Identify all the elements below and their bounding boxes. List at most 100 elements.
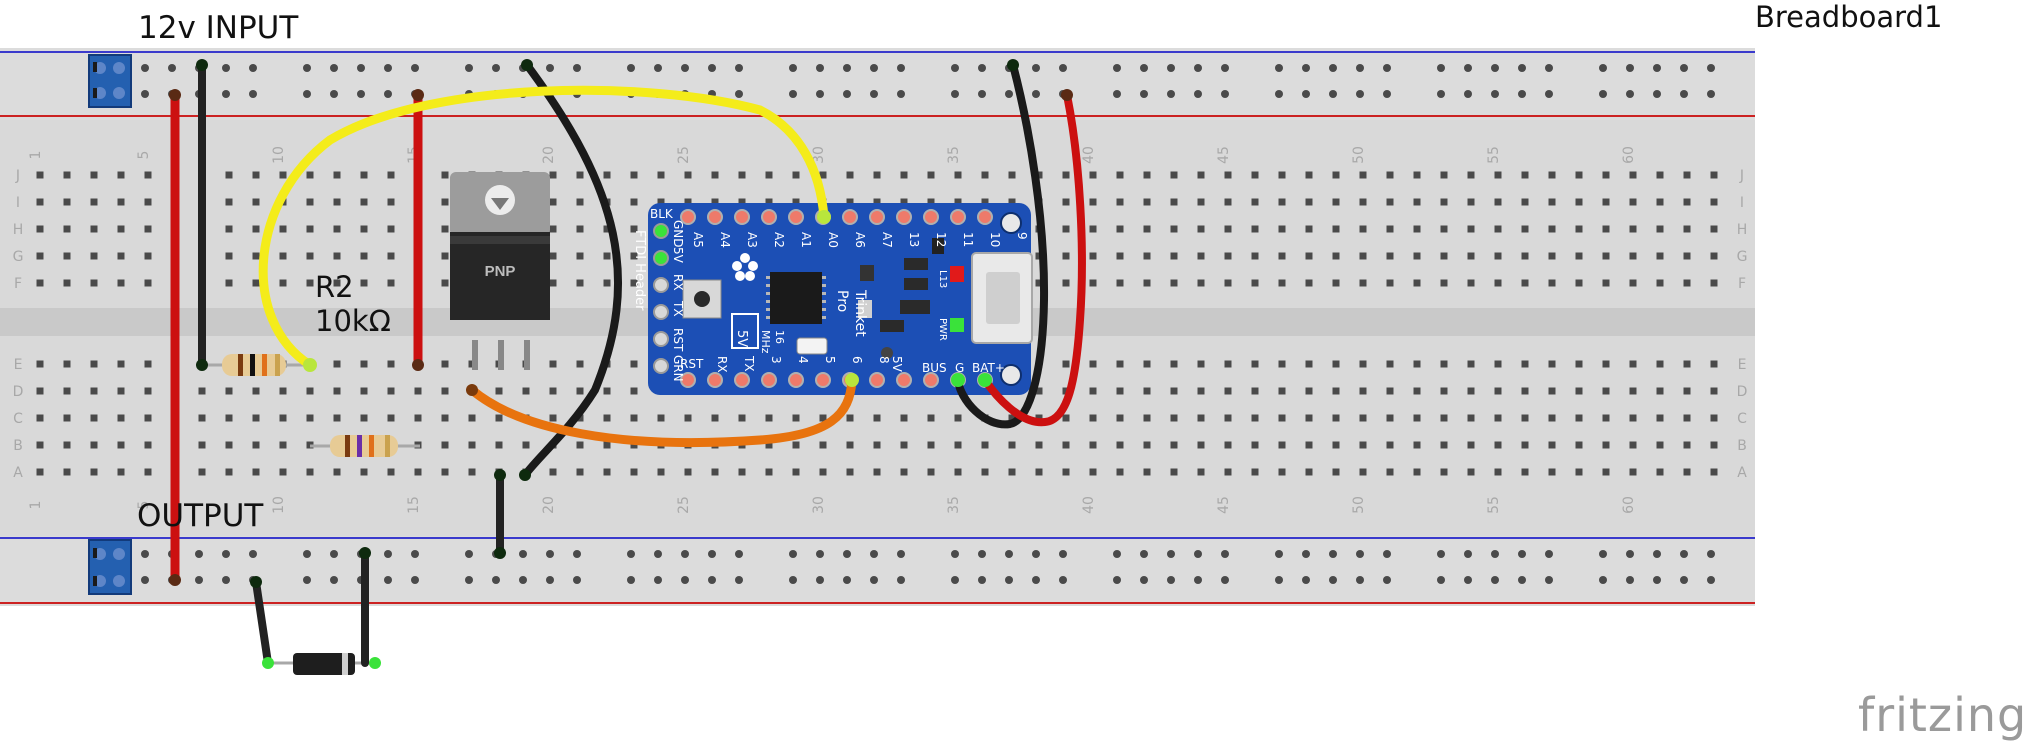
terminal-hole [1224,225,1232,233]
terminal-hole [387,468,395,476]
rail-hole [1194,64,1202,72]
terminal-hole [846,441,854,449]
terminal-hole [117,360,125,368]
rail-hole [1545,550,1553,558]
terminal-hole [1710,387,1718,395]
silkscreen-text: TX [671,300,685,317]
terminal-hole [90,225,98,233]
rail-hole [1167,64,1175,72]
terminal-hole [1629,414,1637,422]
rail-hole [357,90,365,98]
terminal-hole [1386,414,1394,422]
terminal-hole [1332,468,1340,476]
terminal-hole [576,387,584,395]
wire-black-diode-left [252,578,272,667]
terminal-hole [765,198,773,206]
rail-hole [870,64,878,72]
terminal-hole [549,387,557,395]
terminal-hole [1251,279,1259,287]
terminal-hole [1683,468,1691,476]
terminal-hole [1413,468,1421,476]
terminal-hole [1548,171,1556,179]
terminal-hole [819,171,827,179]
row-letter: F [1738,276,1746,292]
pin-pad [788,209,804,225]
terminal-hole [1602,171,1610,179]
rail-hole [465,576,473,584]
terminal-hole [1710,171,1718,179]
terminal-hole [387,360,395,368]
terminal-hole [36,414,44,422]
terminal-hole [1602,279,1610,287]
rail-hole [249,90,257,98]
terminal-hole [1575,198,1583,206]
silkscreen-text: GRN [671,355,685,382]
rail-hole [870,576,878,584]
terminal-hole [225,252,233,260]
pnp-transistor: PNP [450,172,550,370]
terminal-hole [63,387,71,395]
terminal-hole [1278,225,1286,233]
silkscreen-text: 9 [1015,232,1029,240]
terminal-hole [711,468,719,476]
terminal-hole [1224,360,1232,368]
terminal-hole [846,171,854,179]
terminal-hole [1467,360,1475,368]
terminal-hole [306,468,314,476]
output-terminal-block [88,539,132,595]
terminal-hole [954,414,962,422]
rail-hole [1275,64,1283,72]
output-label: OUTPUT [137,498,264,534]
terminal-hole [117,252,125,260]
terminal-hole [603,468,611,476]
rail-hole [330,64,338,72]
silkscreen-text: A1 [799,232,813,248]
wire-black-right [954,61,1049,429]
terminal-hole [1062,468,1070,476]
terminal-hole [1251,171,1259,179]
terminal-hole [63,171,71,179]
terminal-hole [144,360,152,368]
rail-hole [627,550,635,558]
terminal-hole [1386,198,1394,206]
terminal-hole [1494,468,1502,476]
rail-hole [1275,550,1283,558]
row-letter: H [1737,222,1748,238]
terminal-hole [1602,414,1610,422]
terminal-hole [1494,171,1502,179]
terminal-hole [1224,198,1232,206]
terminal-hole [1143,441,1151,449]
terminal-hole [387,279,395,287]
rail-hole [1707,550,1715,558]
terminal-hole [117,171,125,179]
terminal-hole [1602,225,1610,233]
terminal-hole [630,360,638,368]
terminal-hole [333,225,341,233]
rail-hole [1545,90,1553,98]
terminal-hole [657,468,665,476]
terminal-hole [1413,387,1421,395]
terminal-hole [1305,252,1313,260]
terminal-hole [1089,441,1097,449]
terminal-hole [252,198,260,206]
silkscreen-text: A6 [853,232,867,248]
rail-hole [1491,576,1499,584]
terminal-hole [1413,252,1421,260]
pin-pad [707,209,723,225]
terminal-hole [90,468,98,476]
terminal-hole [252,387,260,395]
rail-hole [222,550,230,558]
input-terminal-block [88,54,132,108]
pin-pad [869,372,885,388]
terminal-hole [360,387,368,395]
silkscreen-text: RX [715,356,729,373]
diode [268,653,375,675]
terminal-hole [954,468,962,476]
terminal-hole [144,414,152,422]
rail-hole [1707,90,1715,98]
rail-hole [708,576,716,584]
terminal-hole [1116,279,1124,287]
terminal-hole [1656,252,1664,260]
rail-hole [1329,550,1337,558]
terminal-hole [1413,360,1421,368]
